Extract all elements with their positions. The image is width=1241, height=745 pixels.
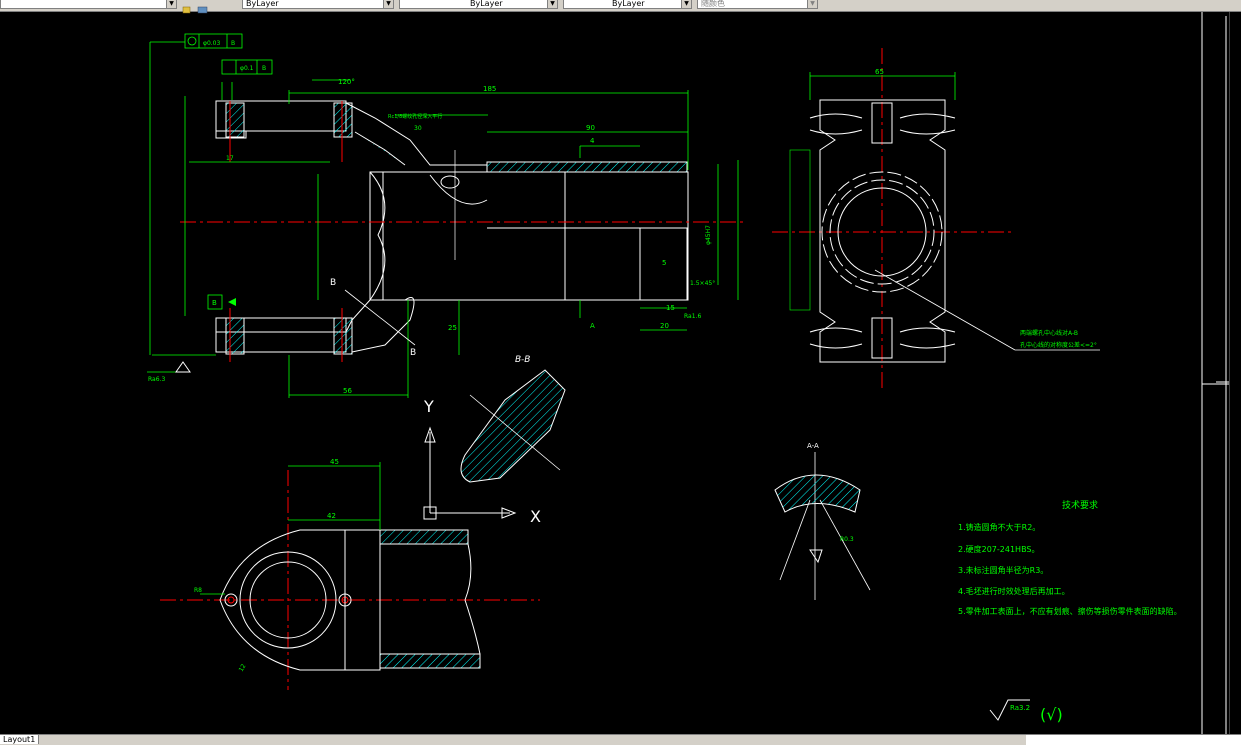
section-label-a: A [590,322,595,330]
section-aa: A-A R0.3 [774,442,871,600]
dim-5: 5 [662,259,666,267]
dim-15: 15 [666,304,675,312]
lineweight-combo[interactable]: ByLayer ▼ [563,0,692,9]
linetype-combo-value: ByLayer [470,0,503,8]
feature-control-frame [184,33,273,310]
tech-title: 技术要求 [1062,499,1098,511]
dim-25: 25 [448,324,457,332]
note-line2: 孔中心线的对称度公差<=2° [1020,341,1097,349]
side-view: 65 两端螺孔中心线对A-B 孔中心线的对称度公差<=2° [772,48,1100,392]
dim-12: 12 [238,663,248,673]
dim-185: 185 [483,85,496,93]
layer-state-icon[interactable] [182,0,194,14]
layer-previous-icon[interactable] [197,0,209,14]
dim-120: 120° [338,78,355,86]
chamfer-note: 1.5×45° [690,280,715,287]
axis-x-label: X [530,507,541,526]
color-combo-value: ByLayer [246,0,279,8]
fcf2-text: φ0.1 [240,65,254,72]
section-bb-title: B-B [515,355,530,365]
chevron-down-icon[interactable]: ▼ [807,0,817,8]
tech-item-1: 1.铸造圆角不大于R2。 [958,522,1040,532]
dim-r03: R0.3 [840,536,854,543]
linetype-combo[interactable]: ByLayer ▼ [399,0,558,9]
axis-y-label: Y [423,397,434,416]
datum-b-box: B [212,299,217,307]
plotstyle-combo[interactable]: 随颜色 ▼ [697,0,818,9]
ucs-icon: Y X [423,397,541,526]
vertical-scrollbar[interactable] [1229,12,1241,734]
chevron-down-icon[interactable]: ▼ [383,0,393,8]
dim-4: 4 [590,137,595,145]
plotstyle-combo-value: 随颜色 [701,0,725,8]
top-view: 45 42 R8 12 [160,458,540,690]
dim-90: 90 [586,124,595,132]
dim-r8: R8 [194,587,202,594]
fcf1-datum: B [231,40,235,47]
dim-42: 42 [327,512,336,520]
section-aa-title: A-A [807,442,819,450]
rough-16: Ra1.6 [684,313,701,320]
dim-65: 65 [875,68,884,76]
dim-17: 17 [226,155,234,162]
tech-item-2: 2.硬度207-241HBS。 [958,544,1040,554]
status-area [1026,735,1241,745]
section-label-b2: B [410,348,416,358]
lineweight-combo-value: ByLayer [612,0,645,8]
front-view: φ0.03 B φ0.1 B B 185 90 4 120° 56 20 15 … [147,33,745,398]
drawing-frame [1201,12,1230,734]
chevron-down-icon[interactable]: ▼ [166,0,176,8]
layout-tab-bar: Layout1 [0,734,1241,745]
dim-30: 30 [414,125,422,132]
dim-45: 45 [330,458,339,466]
rough-32: Ra3.2 [1010,704,1030,712]
dim-56: 56 [343,387,352,395]
check-mark: (√) [1040,705,1063,724]
dim-20: 20 [660,322,669,330]
tech-item-3: 3.未标注圆角半径为R3。 [958,565,1048,575]
rough-63: Ra6.3 [148,376,165,383]
pipe-note: Rc1/8螺纹孔径深入平行 [388,113,442,120]
section-label-b1: B [330,278,336,288]
chevron-down-icon[interactable]: ▼ [681,0,691,8]
fcf1-text: φ0.03 [203,40,221,47]
color-combo[interactable]: ByLayer ▼ [242,0,394,9]
tech-item-5: 5.零件加工表面上，不应有划痕、擦伤等损伤零件表面的缺陷。 [958,606,1182,616]
bore-fit: φ45H7 [705,225,712,245]
technical-requirements: 技术要求 1.铸造圆角不大于R2。 2.硬度207-241HBS。 3.未标注圆… [958,499,1182,616]
drawing-canvas[interactable]: φ0.03 B φ0.1 B B 185 90 4 120° 56 20 15 … [0,12,1230,734]
note-line1: 两端螺孔中心线对A-B [1020,329,1078,337]
tab-layout1[interactable]: Layout1 [0,735,40,744]
properties-toolbar: ▼ ByLayer ▼ ByLayer ▼ ByLayer ▼ 随颜色 ▼ [0,0,1241,14]
section-bb: B-B [460,355,566,483]
layer-combo[interactable]: ▼ [0,0,177,9]
chevron-down-icon[interactable]: ▼ [547,0,557,8]
roughness-symbol: Ra3.2 (√) [989,699,1063,724]
tech-item-4: 4.毛坯进行时效处理后再加工。 [958,586,1070,596]
fcf2-datum: B [262,65,266,72]
